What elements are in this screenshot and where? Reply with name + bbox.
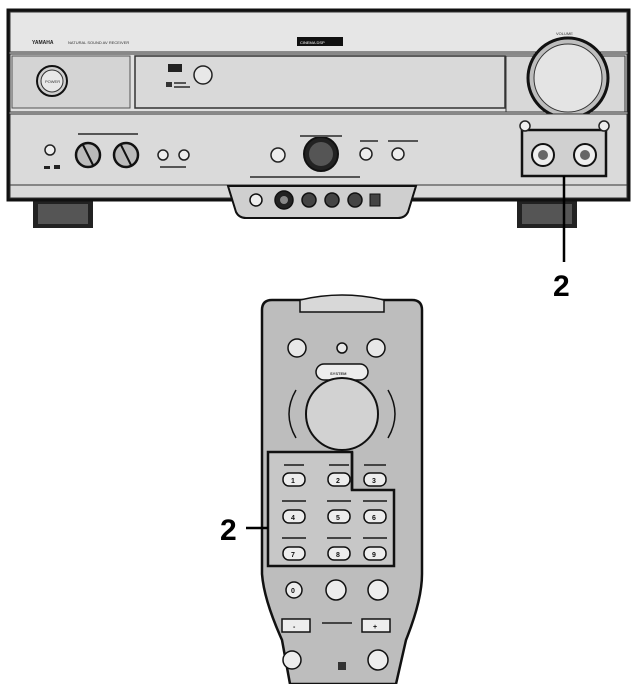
svg-text:3: 3 [372,478,376,485]
preset-b-button[interactable] [178,149,190,161]
svg-text:7: 7 [291,552,295,559]
remote-stop-icon [338,662,346,670]
remote-play-button[interactable] [282,650,302,670]
remote-input-button[interactable] [325,579,347,601]
svg-text:1: 1 [291,478,295,485]
remote-top-left-button[interactable] [287,338,307,358]
speakers-button[interactable] [44,144,56,156]
brand-logo: YAMAHA [32,40,54,46]
key-2[interactable] [327,472,351,487]
display-window [134,55,506,109]
volume-label: VOLUME [556,31,573,36]
input-port-4[interactable] [324,192,340,208]
front-av-inputs [226,185,418,219]
model-text: NATURAL SOUND AV RECEIVER [68,40,129,45]
key-6[interactable] [363,509,387,524]
effect-button[interactable] [391,147,405,161]
input-mode-button[interactable] [270,147,286,163]
preset-a-button[interactable] [157,149,169,161]
key-0[interactable] [285,581,303,599]
key-7[interactable] [282,546,306,561]
svg-text:CINEMA DSP: CINEMA DSP [300,40,325,45]
svg-text:+: + [373,624,377,631]
callout-number-left: 2 [220,514,237,547]
remote-sensor-icon [193,65,213,85]
key-1[interactable] [282,472,306,487]
cinema-dsp-badge [297,37,343,46]
key-8[interactable] [327,546,351,561]
remote-ab-button[interactable] [367,649,389,671]
svg-text:-: - [293,624,296,631]
svg-text:6: 6 [372,515,376,522]
key-4[interactable] [282,509,306,524]
number-keypad: 1 2 3 4 5 6 7 8 9 [282,464,387,561]
remote-standby-button[interactable] [336,342,348,354]
input-port-6[interactable] [369,193,381,207]
svg-text:0: 0 [291,588,295,595]
svg-text:4: 4 [291,515,295,522]
key-3[interactable] [363,472,387,487]
input-port-3[interactable] [301,192,317,208]
svg-text:8: 8 [336,552,340,559]
plus-button[interactable] [361,618,391,633]
remote-control: SYSTEM 1 2 3 4 5 6 7 8 9 [260,294,424,684]
tone-button-right[interactable] [598,120,610,132]
remote-top-right-button[interactable] [366,338,386,358]
input-port-1[interactable] [249,193,263,207]
tone-button-left[interactable] [519,120,531,132]
program-button[interactable] [359,147,373,161]
input-port-5[interactable] [347,192,363,208]
callout-number-top: 2 [553,270,570,303]
remote-level-button[interactable] [367,579,389,601]
key-5[interactable] [327,509,351,524]
power-label: POWER [45,79,60,84]
svg-text:2: 2 [336,478,340,485]
remote-jog-dial[interactable] [305,377,379,451]
av-receiver: YAMAHA NATURAL SOUND AV RECEIVER CINEMA … [6,8,631,228]
svg-text:9: 9 [372,552,376,559]
key-9[interactable] [363,546,387,561]
minus-button[interactable] [281,618,311,633]
remote-system-label: SYSTEM [330,371,347,376]
svg-text:5: 5 [336,515,340,522]
